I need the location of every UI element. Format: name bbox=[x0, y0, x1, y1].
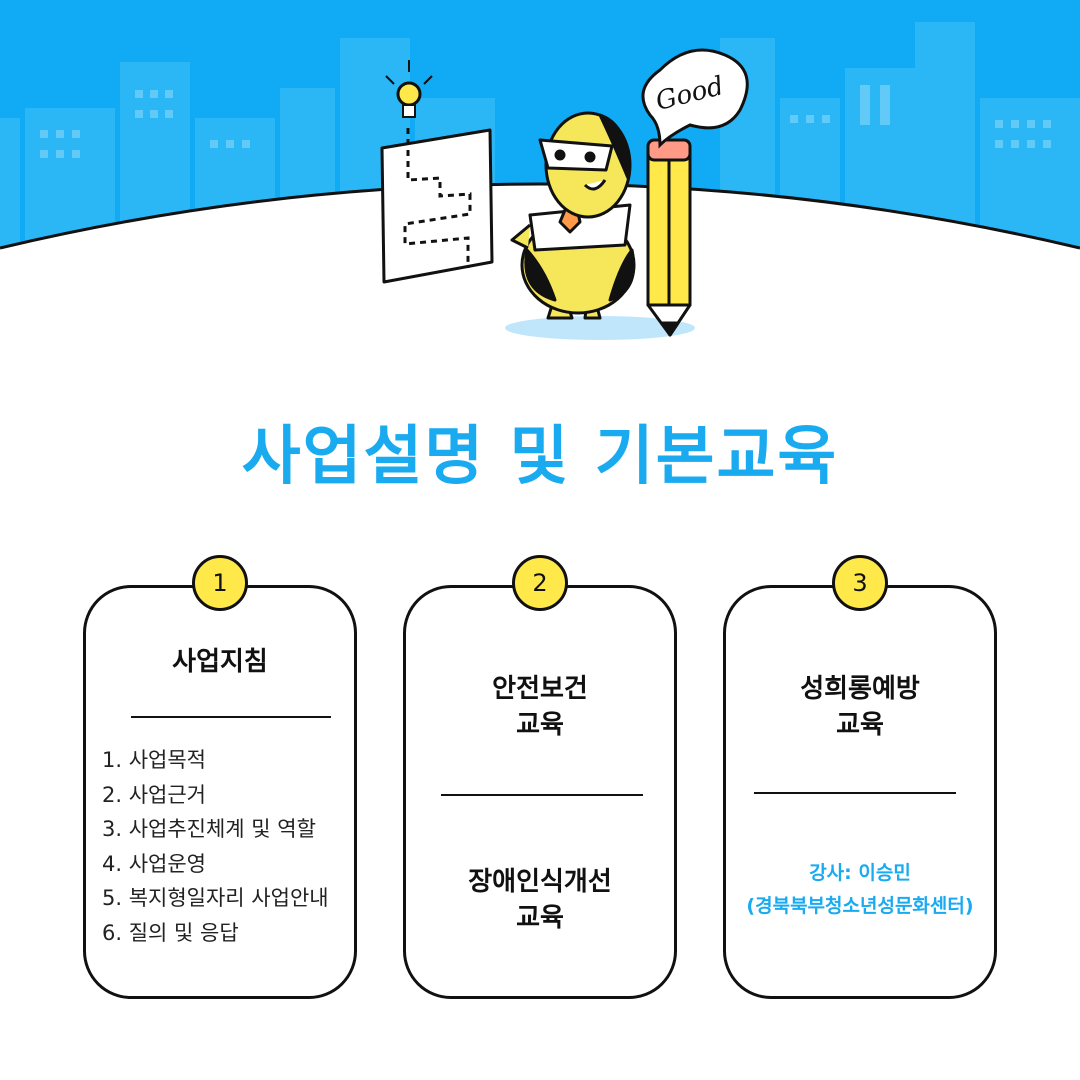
speaker-name: 강사: 이승민 bbox=[809, 862, 911, 884]
card-heading: 교육 bbox=[516, 903, 564, 933]
page-title: 사업설명 및 기본교육 bbox=[241, 420, 839, 494]
list-item: 6. 질의 및 응답 bbox=[102, 920, 239, 945]
divider bbox=[131, 716, 331, 718]
card-heading: 안전보건 bbox=[492, 674, 588, 704]
card-heading: 성희롱예방 bbox=[800, 674, 920, 704]
list-item: 1. 사업목적 bbox=[102, 748, 206, 772]
step-badge-2: 2 bbox=[512, 555, 568, 611]
list-item: 3. 사업추진체계 및 역할 bbox=[102, 817, 316, 841]
card-safety-education: 안전보건 교육 장애인식개선 교육 bbox=[403, 585, 677, 999]
speaker-affiliation: (경북북부청소년성문화센터) bbox=[746, 895, 974, 917]
lightbulb-icon bbox=[385, 60, 433, 118]
card-heading: 사업지침 bbox=[172, 647, 268, 677]
step-badge-1: 1 bbox=[192, 555, 248, 611]
step-badge-3: 3 bbox=[832, 555, 888, 611]
mascot-character bbox=[510, 111, 636, 320]
divider bbox=[754, 792, 956, 794]
pencil-icon bbox=[646, 138, 692, 337]
list-item: 4. 사업운영 bbox=[102, 851, 206, 876]
list-item: 2. 사업근거 bbox=[102, 782, 206, 807]
divider bbox=[441, 794, 643, 796]
speech-bubble: Good bbox=[641, 48, 749, 149]
card-heading: 장애인식개선 bbox=[468, 867, 612, 897]
map-board-icon bbox=[380, 128, 494, 284]
agenda-list: 1. 사업목적 2. 사업근거 3. 사업추진체계 및 역할 4. 사업운영 5… bbox=[102, 743, 329, 950]
card-business-guidelines: 사업지침 1. 사업목적 2. 사업근거 3. 사업추진체계 및 역할 4. 사… bbox=[83, 585, 357, 999]
card-heading: 교육 bbox=[516, 710, 564, 740]
list-item: 5. 복지형일자리 사업안내 bbox=[102, 886, 329, 910]
card-heading: 교육 bbox=[836, 710, 884, 740]
card-harassment-prevention: 성희롱예방 교육 강사: 이승민 (경북북부청소년성문화센터) bbox=[723, 585, 997, 999]
